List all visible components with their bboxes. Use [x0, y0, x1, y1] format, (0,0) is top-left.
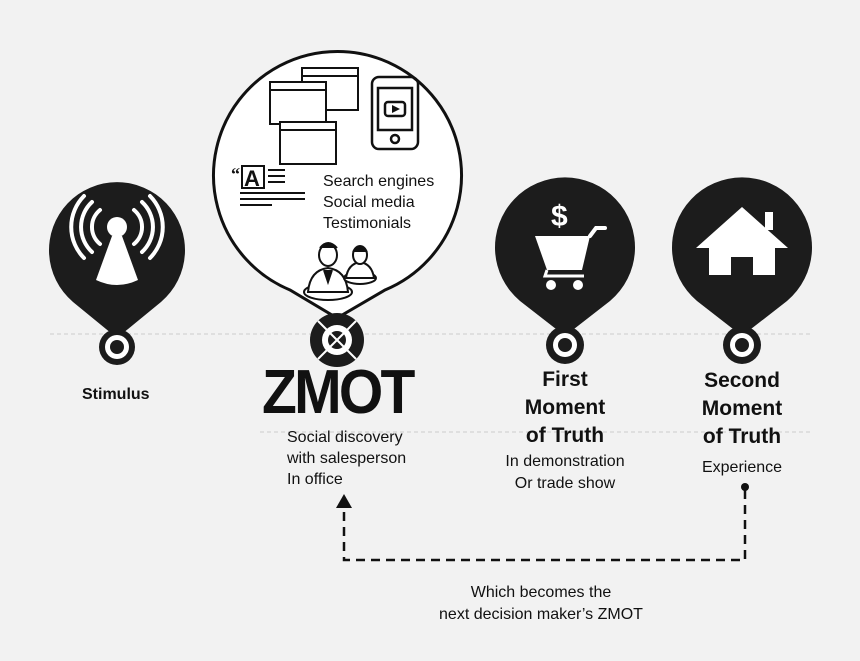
feedback-note-line-2: next decision maker’s ZMOT	[439, 606, 643, 623]
browser-windows-icon	[269, 67, 359, 165]
house-icon	[696, 207, 788, 275]
zmot-channel-search: Search engines	[323, 173, 435, 190]
broadcast-antenna-icon	[69, 194, 165, 285]
svg-text:$: $	[551, 200, 568, 233]
zmot-logo-text: ZMOT	[262, 358, 415, 427]
smot-title-line-1: Second	[704, 369, 780, 392]
svg-text:“: “	[231, 164, 240, 184]
fmot-title-line-2: Moment	[524, 396, 606, 419]
zmot-channel-testimonials: Testimonials	[323, 215, 412, 232]
zmot-channel-social: Social media	[323, 194, 415, 211]
feedback-note-line-1: Which becomes the	[470, 584, 612, 601]
fmot-detail-line-1: In demonstration	[505, 453, 625, 470]
zmot-detail-line-2: with salesperson	[287, 450, 407, 467]
smot-title-line-2: Moment	[701, 397, 783, 420]
svg-text:A: A	[244, 166, 260, 191]
article-quote-icon: “ A	[231, 164, 305, 206]
zmot-detail-line-3: In office	[287, 471, 343, 488]
people-icon	[303, 242, 377, 301]
smot-title-line-3: of Truth	[702, 425, 782, 448]
feedback-arrow	[336, 483, 749, 562]
fmot-title-line-3: of Truth	[525, 424, 605, 447]
zmot-detail-line-1: Social discovery	[287, 429, 403, 446]
dollar-cart-icon: $	[535, 200, 607, 290]
smartphone-video-icon	[370, 75, 420, 151]
fmot-title-line-1: First	[542, 368, 588, 391]
smot-detail-line-1: Experience	[701, 459, 783, 476]
smot-pin	[671, 177, 812, 364]
fmot-detail-line-2: Or trade show	[514, 475, 616, 492]
stimulus-label: Stimulus	[82, 386, 150, 403]
